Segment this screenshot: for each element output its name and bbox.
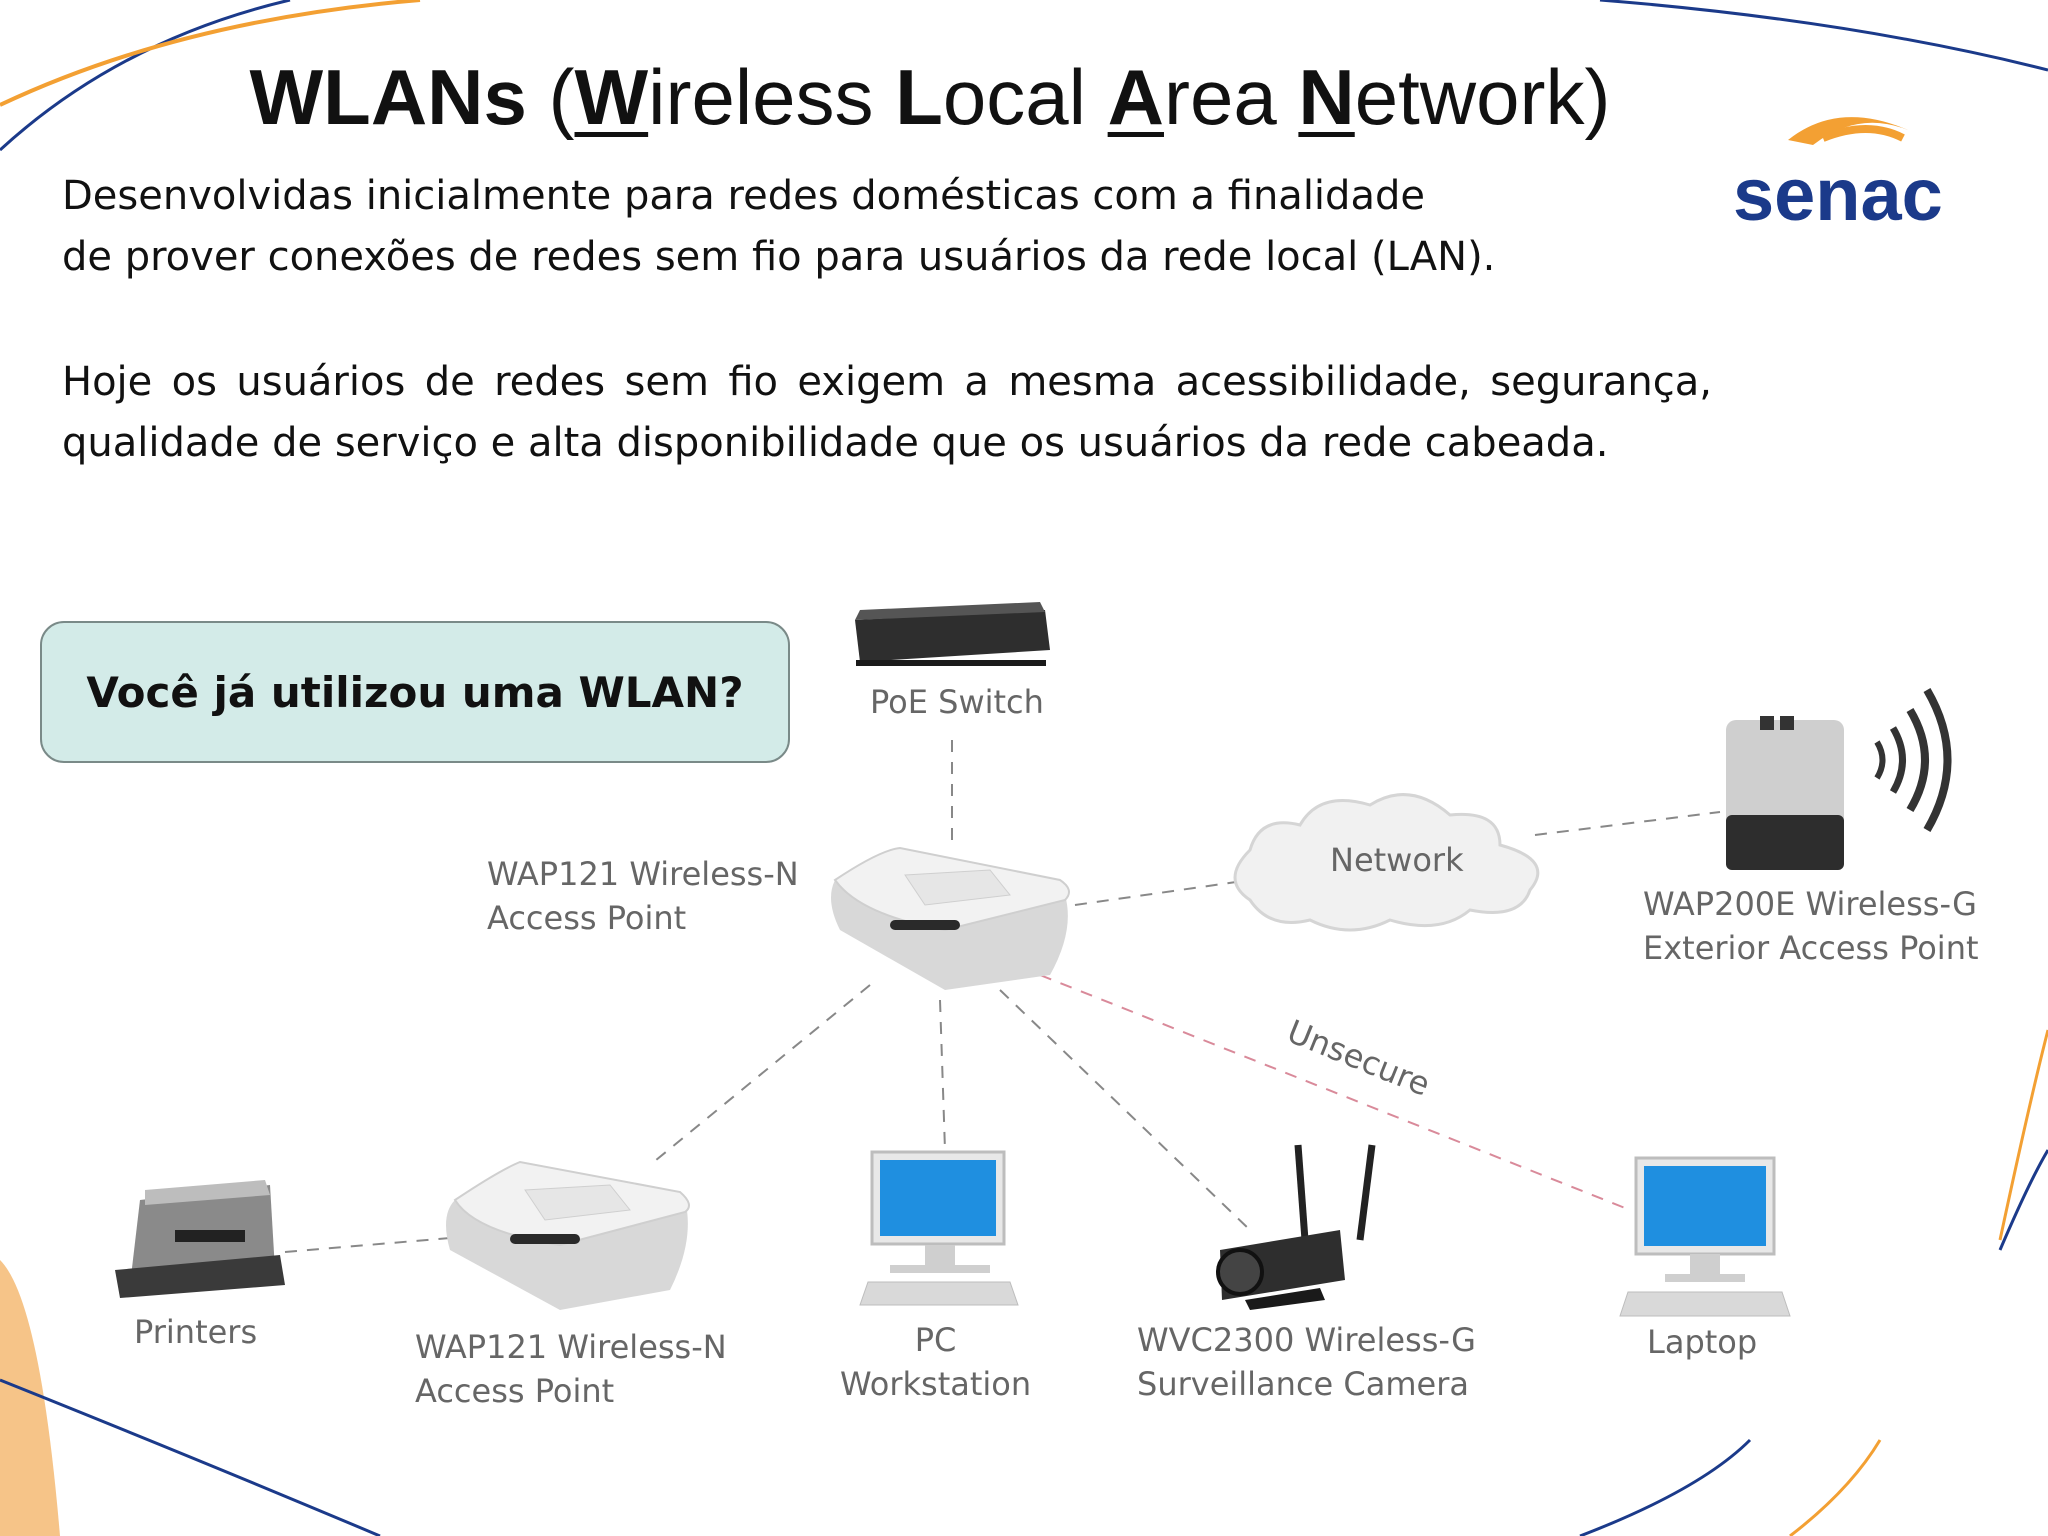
intro-paragraph-1: Desenvolvidas inicialmente para redes do… — [62, 166, 1662, 288]
wap200e-label-line2: Exterior Access Point — [1643, 929, 1979, 967]
title-etwork: etwork) — [1354, 53, 1611, 141]
wap200e-label: WAP200E Wireless-G Exterior Access Point — [1643, 882, 1979, 970]
title-rea: rea — [1163, 53, 1299, 141]
title-letter-n: N — [1298, 53, 1355, 141]
connection-lines — [284, 740, 1721, 1253]
logo-text: senac — [1733, 153, 1943, 236]
slide-title: WLANs (Wireless Local Area Network) — [0, 52, 1860, 143]
camera-label-line1: WVC2300 Wireless-G — [1137, 1321, 1476, 1359]
question-box: Você já utilizou uma WLAN? — [40, 621, 790, 763]
link-network-wap200e — [1534, 811, 1721, 836]
printer-icon — [115, 1180, 285, 1298]
intro-line-1: Desenvolvidas inicialmente para redes do… — [62, 173, 1425, 219]
pc-workstation-icon — [859, 1150, 1019, 1306]
title-letter-a: A — [1107, 53, 1164, 141]
poe-switch-icon — [855, 602, 1050, 666]
title-letter-l: L — [895, 53, 943, 141]
network-label: Network — [1330, 841, 1464, 879]
link-ap-camera — [999, 989, 1251, 1231]
network-cloud-icon — [1233, 793, 1540, 932]
intro-line-2: de prover conexões de redes sem fio para… — [62, 234, 1496, 280]
wap121-top-label-line1: WAP121 Wireless-N — [487, 855, 799, 893]
wap200e-label-line1: WAP200E Wireless-G — [1643, 885, 1977, 923]
link-ap-network — [1074, 879, 1251, 906]
laptop-icon — [1619, 1156, 1791, 1317]
laptop-label: Laptop — [1647, 1323, 1758, 1361]
title-letter-w: W — [574, 53, 649, 141]
wap121-top-icon — [831, 846, 1070, 990]
wap121-bottom-icon — [446, 1160, 690, 1310]
question-text: Você já utilizou uma WLAN? — [86, 667, 744, 717]
wap121-bottom-label: WAP121 Wireless-N Access Point — [415, 1325, 727, 1413]
link-ap-laptop-unsecure — [1039, 974, 1631, 1211]
intro-paragraph-2: Hoje os usuários de redes sem fio exigem… — [62, 359, 1712, 466]
printers-label: Printers — [134, 1313, 258, 1351]
link-ap-pc — [939, 999, 946, 1151]
wap121-top-label-line2: Access Point — [487, 899, 687, 937]
surveillance-camera-icon — [1216, 1144, 1376, 1310]
senac-logo: senac — [1733, 117, 1943, 236]
title-paren: ( — [526, 53, 575, 141]
wap121-bottom-label-line1: WAP121 Wireless-N — [415, 1328, 727, 1366]
camera-label: WVC2300 Wireless-G Surveillance Camera — [1137, 1318, 1476, 1406]
link-ap-ap2 — [649, 984, 871, 1166]
link-printer-ap2 — [284, 1237, 451, 1253]
unsecure-label: Unsecure — [1282, 1012, 1435, 1103]
wap121-top-label: WAP121 Wireless-N Access Point — [487, 852, 799, 940]
title-ireless: ireless — [648, 53, 896, 141]
wap200e-icon — [1726, 687, 1952, 870]
title-wlans: WLANs — [249, 53, 527, 141]
pc-label-line2: Workstation — [840, 1365, 1032, 1403]
camera-label-line2: Surveillance Camera — [1137, 1365, 1469, 1403]
poe-switch-label: PoE Switch — [870, 683, 1044, 721]
wap121-bottom-label-line2: Access Point — [415, 1372, 615, 1410]
pc-label-line1: PC — [914, 1321, 957, 1359]
title-ocal: ocal — [942, 53, 1108, 141]
pc-label: PC Workstation — [840, 1318, 1031, 1406]
